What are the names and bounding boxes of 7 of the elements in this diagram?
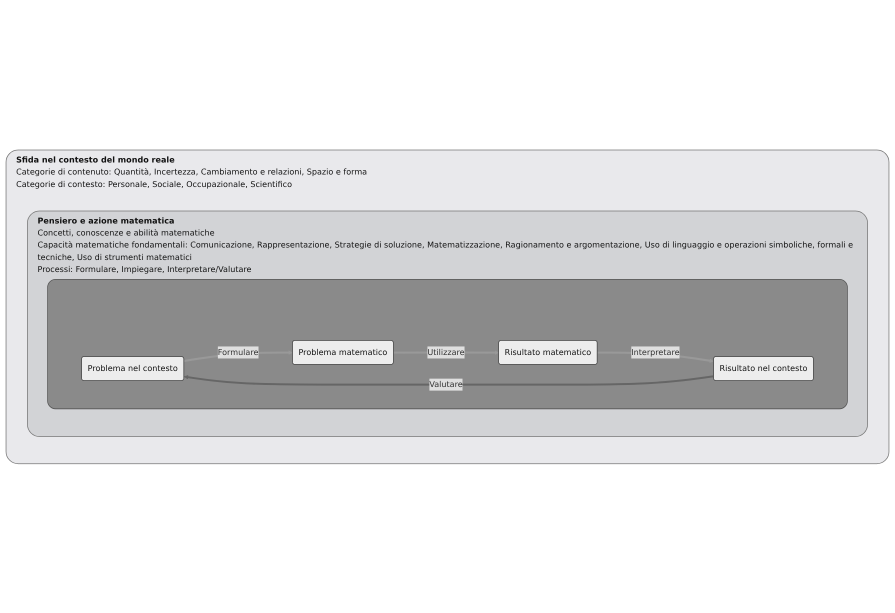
edge-label: Formulare bbox=[218, 347, 258, 357]
edge-label: Valutare bbox=[429, 379, 463, 389]
cluster bbox=[47, 278, 848, 409]
edge-label: Interpretare bbox=[631, 347, 680, 357]
cluster bbox=[27, 210, 868, 437]
arrow bbox=[184, 374, 714, 386]
edge-label: Utilizzare bbox=[427, 347, 465, 357]
